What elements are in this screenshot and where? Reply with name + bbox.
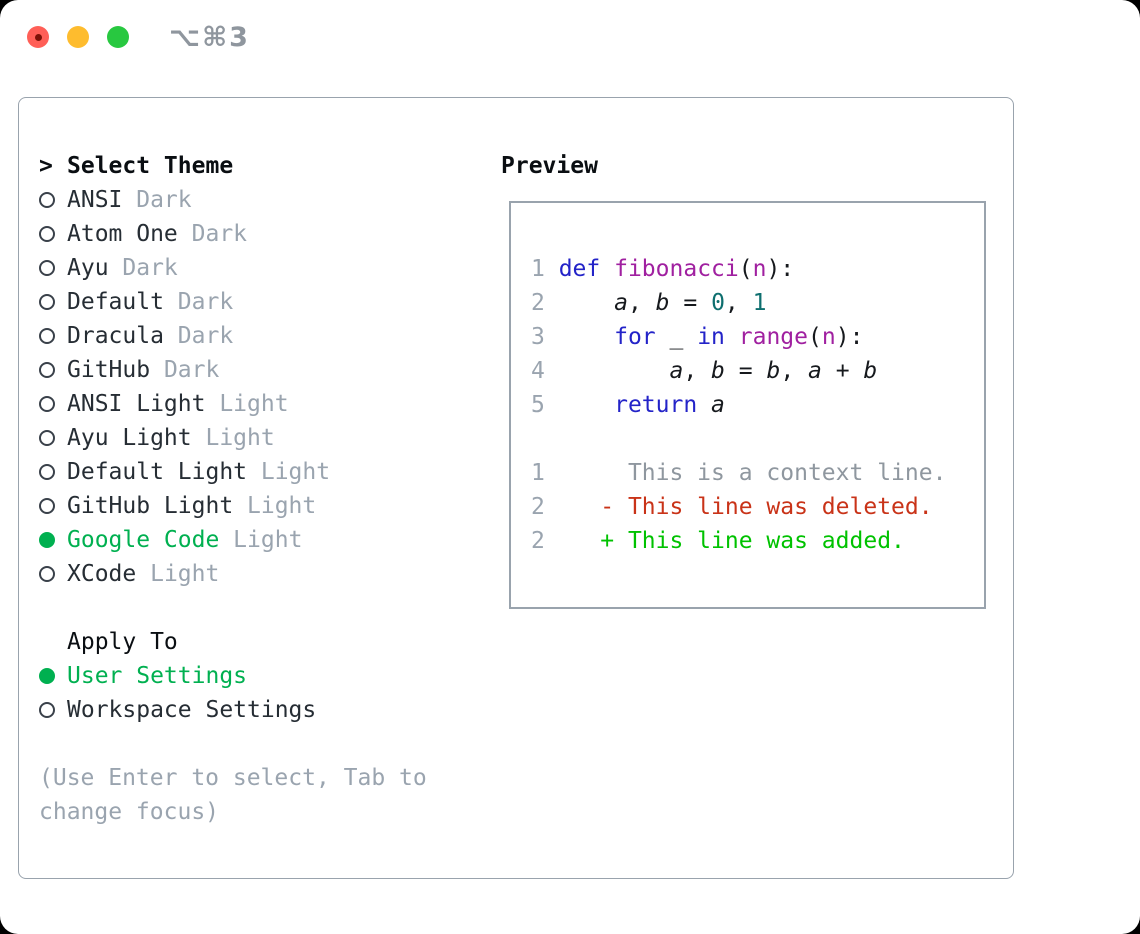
code-line: 4 a, b = b, a + b xyxy=(531,358,878,384)
apply-to-heading: Apply To xyxy=(67,629,178,655)
preview-heading: Preview xyxy=(501,153,598,179)
select-theme-heading-row: > Select Theme xyxy=(39,149,489,183)
code-line: 3 for _ in range(n): xyxy=(531,324,864,350)
help-text: (Use Enter to select, Tab to change focu… xyxy=(39,765,427,825)
radio-unselected-icon xyxy=(39,464,55,480)
radio-unselected-icon xyxy=(39,328,55,344)
option-label: ANSI xyxy=(67,187,123,213)
option-label: Ayu xyxy=(67,255,109,281)
radio-unselected-icon xyxy=(39,192,55,208)
zoom-button[interactable] xyxy=(107,26,129,48)
option-variant-label: Light xyxy=(136,561,220,587)
option-variant-label: Dark xyxy=(163,323,234,349)
apply-to-heading-row: Apply To xyxy=(39,625,489,659)
option-label: Dracula xyxy=(67,323,164,349)
theme-option-dracula[interactable]: Dracula Dark xyxy=(39,319,489,353)
window-title: ⌥⌘3 xyxy=(169,21,250,53)
code-line: 2 a, b = 0, 1 xyxy=(531,290,767,316)
line-number: 2 xyxy=(531,290,559,316)
code-line: 1 def fibonacci(n): xyxy=(531,256,795,282)
option-variant-label: Dark xyxy=(122,187,192,213)
select-theme-heading: Select Theme xyxy=(67,153,234,179)
line-number: 5 xyxy=(531,392,559,418)
code-line: 1 This is a context line. xyxy=(531,460,947,486)
option-variant-label: Light xyxy=(205,391,289,417)
cursor-icon: > xyxy=(39,153,53,179)
line-number: 3 xyxy=(531,324,559,350)
option-label: Workspace Settings xyxy=(67,697,317,723)
option-variant-label: Light xyxy=(191,425,275,451)
minimize-button[interactable] xyxy=(67,26,89,48)
option-label: ANSI Light xyxy=(67,391,206,417)
radio-selected-icon xyxy=(39,668,55,684)
option-variant-label: Dark xyxy=(177,221,248,247)
code-line: 2 + This line was added. xyxy=(531,528,905,554)
code-line: 5 return a xyxy=(531,392,725,418)
option-variant-label: Light xyxy=(233,493,317,519)
option-label: Google Code xyxy=(67,527,220,553)
theme-option-xcode[interactable]: XCode Light xyxy=(39,557,489,591)
theme-option-ayu[interactable]: Ayu Dark xyxy=(39,251,489,285)
radio-unselected-icon xyxy=(39,430,55,446)
radio-selected-icon xyxy=(39,532,55,548)
option-variant-label: Dark xyxy=(163,289,234,315)
option-label: Ayu Light xyxy=(67,425,192,451)
theme-option-default[interactable]: Default Dark xyxy=(39,285,489,319)
radio-unselected-icon xyxy=(39,498,55,514)
titlebar: ⌥⌘3 xyxy=(0,0,1140,74)
spacer xyxy=(39,591,489,625)
option-label: GitHub xyxy=(67,357,151,383)
option-variant-label: Light xyxy=(247,459,331,485)
radio-unselected-icon xyxy=(39,566,55,582)
option-variant-label: Dark xyxy=(150,357,220,383)
option-label: Default Light xyxy=(67,459,248,485)
spacer xyxy=(39,727,489,761)
option-label: User Settings xyxy=(67,663,248,689)
close-dot-icon xyxy=(34,33,42,41)
theme-option-ayu-light[interactable]: Ayu Light Light xyxy=(39,421,489,455)
theme-option-ansi-light[interactable]: ANSI Light Light xyxy=(39,387,489,421)
line-number xyxy=(531,426,545,452)
code-line: 2 - This line was deleted. xyxy=(531,494,933,520)
radio-unselected-icon xyxy=(39,226,55,242)
code-line xyxy=(531,422,984,456)
close-button[interactable] xyxy=(27,26,49,48)
theme-option-atom-one[interactable]: Atom One Dark xyxy=(39,217,489,251)
option-variant-label: Dark xyxy=(108,255,178,281)
apply-option-workspace-settings[interactable]: Workspace Settings xyxy=(39,693,489,727)
line-number: 4 xyxy=(531,358,559,384)
option-label: XCode xyxy=(67,561,137,587)
option-label: Atom One xyxy=(67,221,178,247)
theme-option-github[interactable]: GitHub Dark xyxy=(39,353,489,387)
option-variant-label: Light xyxy=(219,527,303,553)
radio-unselected-icon xyxy=(39,396,55,412)
line-number: 2 xyxy=(531,494,559,520)
radio-unselected-icon xyxy=(39,260,55,276)
code-preview: 1 def fibonacci(n): 2 a, b = 0, 1 3 for _ … xyxy=(509,201,986,609)
apply-option-user-settings[interactable]: User Settings xyxy=(39,659,489,693)
theme-option-ansi[interactable]: ANSI Dark xyxy=(39,183,489,217)
radio-unselected-icon xyxy=(39,362,55,378)
radio-unselected-icon xyxy=(39,294,55,310)
theme-option-default-light[interactable]: Default Light Light xyxy=(39,455,489,489)
line-number: 1 xyxy=(531,256,559,282)
theme-option-google-code[interactable]: Google Code Light xyxy=(39,523,489,557)
radio-unselected-icon xyxy=(39,702,55,718)
line-number: 1 xyxy=(531,460,559,486)
traffic-lights xyxy=(27,26,129,48)
line-number: 2 xyxy=(531,528,559,554)
option-label: Default xyxy=(67,289,164,315)
option-label: GitHub Light xyxy=(67,493,234,519)
theme-option-github-light[interactable]: GitHub Light Light xyxy=(39,489,489,523)
